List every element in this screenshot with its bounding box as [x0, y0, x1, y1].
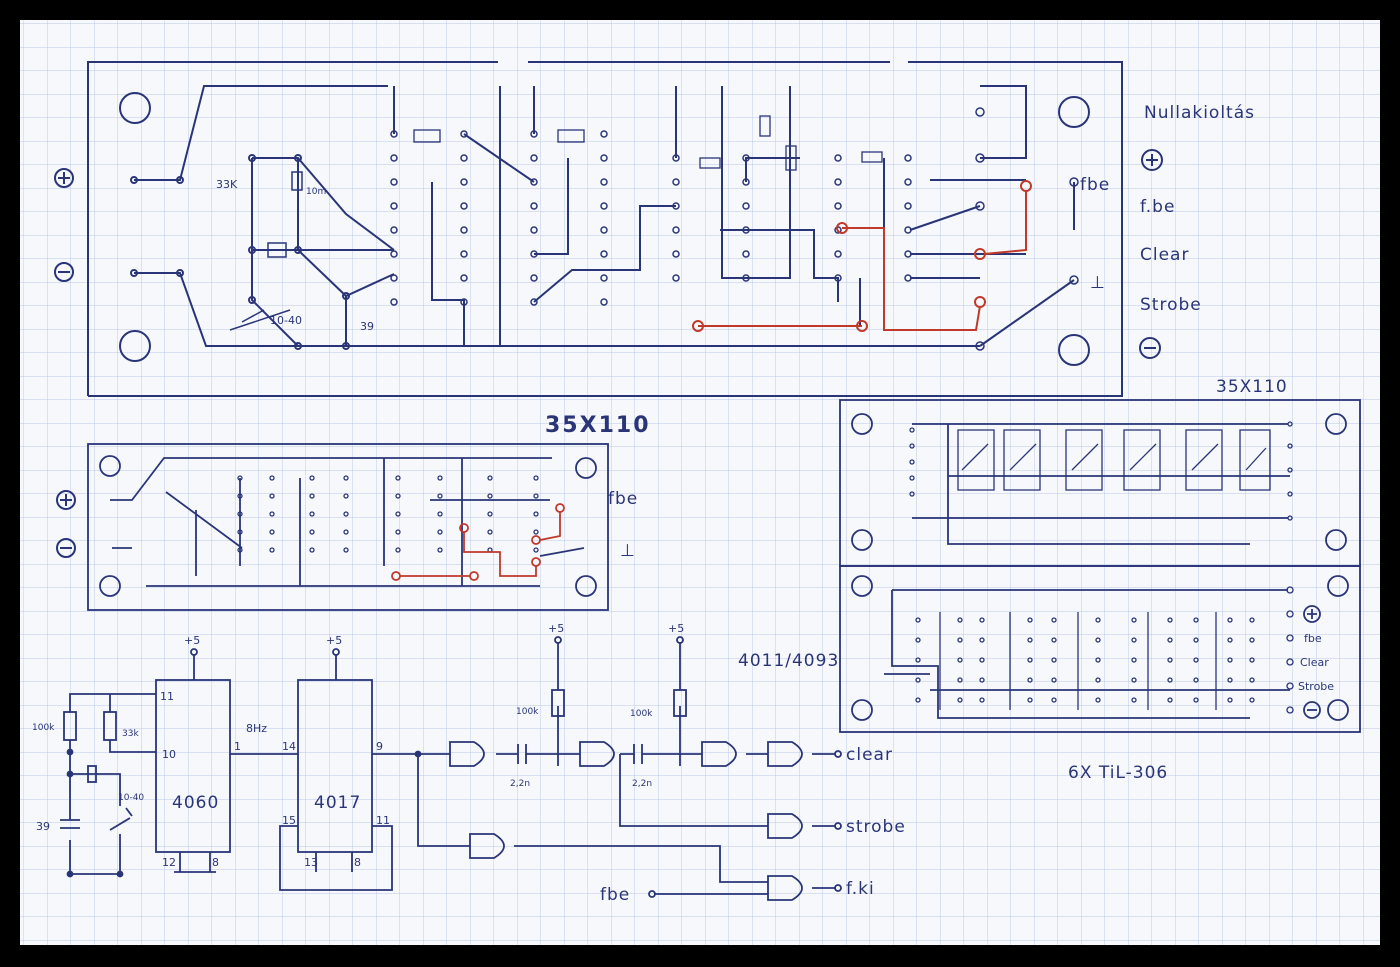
pin-8b-label: 8 [354, 856, 361, 869]
small-supply-symbols [56, 490, 76, 558]
legend-fbe: f.be [1140, 197, 1175, 217]
c22-1-label: 2,2n [510, 779, 530, 789]
supply-label-1: +5 [184, 634, 200, 647]
c39-label: 39 [360, 320, 374, 333]
legend: Nullakioltás f.be Clear Strobe [1139, 103, 1255, 359]
pin-15-label: 15 [282, 814, 296, 827]
r-left-label: 100k [32, 723, 55, 733]
top-board [87, 61, 1123, 397]
small-fbe-label: fbe [608, 489, 638, 509]
schematic [60, 636, 842, 901]
r100k-1-label: 100k [516, 707, 539, 717]
rb-pin-clear: Clear [1300, 656, 1329, 669]
ic-4017-label: 4017 [314, 793, 361, 813]
supply-label-3: +5 [548, 622, 564, 635]
output-clear-label: clear [846, 745, 893, 765]
mount-hole [1058, 96, 1090, 128]
legend-strobe: Strobe [1140, 295, 1202, 315]
supply-label-2: +5 [326, 634, 342, 647]
ic-4060-label: 4060 [172, 793, 219, 813]
output-strobe-label: strobe [846, 817, 906, 837]
r-33k-label: 33k [122, 729, 139, 739]
pin-11b-label: 11 [376, 814, 390, 827]
pin-13-label: 13 [304, 856, 318, 869]
display-caption: 6X TiL-306 [1068, 763, 1168, 783]
pin-10-label: 10 [162, 748, 176, 761]
legend-clear: Clear [1140, 245, 1189, 265]
c22-2-label: 2,2n [632, 779, 652, 789]
r10m-label: 10m [306, 187, 326, 197]
top-fbe-label: fbe [1080, 175, 1110, 195]
mount-hole [1058, 334, 1090, 366]
pin-9-label: 9 [376, 740, 383, 753]
small-ground-label: ⊥ [620, 541, 636, 561]
right-bottom-board [839, 565, 1361, 733]
r33k-label: 33K [216, 178, 238, 191]
r100k-2-label: 100k [630, 709, 653, 719]
input-fbe-label: fbe [600, 885, 630, 905]
rb-pin-fbe: fbe [1304, 632, 1322, 645]
trim-schematic-label: 10-40 [118, 793, 144, 803]
c39-schematic-label: 39 [36, 820, 50, 833]
top-supply-symbols [54, 168, 74, 282]
mount-hole [119, 92, 151, 124]
mount-hole [119, 330, 151, 362]
gate-type-label: 4011/4093 [738, 651, 839, 671]
pin-1-label: 1 [234, 740, 241, 753]
grid-paper [20, 20, 1380, 945]
pin-8-label: 8 [212, 856, 219, 869]
output-fki-label: f.ki [846, 879, 875, 899]
pin-14-label: 14 [282, 740, 296, 753]
legend-nullakioltas: Nullakioltás [1144, 103, 1255, 123]
rb-pin-strobe: Strobe [1298, 680, 1334, 693]
supply-label-4: +5 [668, 622, 684, 635]
trim-label: 10-40 [270, 314, 302, 327]
top-board-size-label: 35X110 [545, 413, 651, 438]
ic-4017 [297, 679, 373, 853]
freq-label: 8Hz [246, 722, 267, 735]
small-board [87, 443, 609, 611]
right-board-size-label: 35X110 [1216, 377, 1288, 397]
top-ground-label: ⊥ [1090, 273, 1106, 293]
pin-12-label: 12 [162, 856, 176, 869]
pin-11-label: 11 [160, 690, 174, 703]
ic-4060 [155, 679, 231, 853]
